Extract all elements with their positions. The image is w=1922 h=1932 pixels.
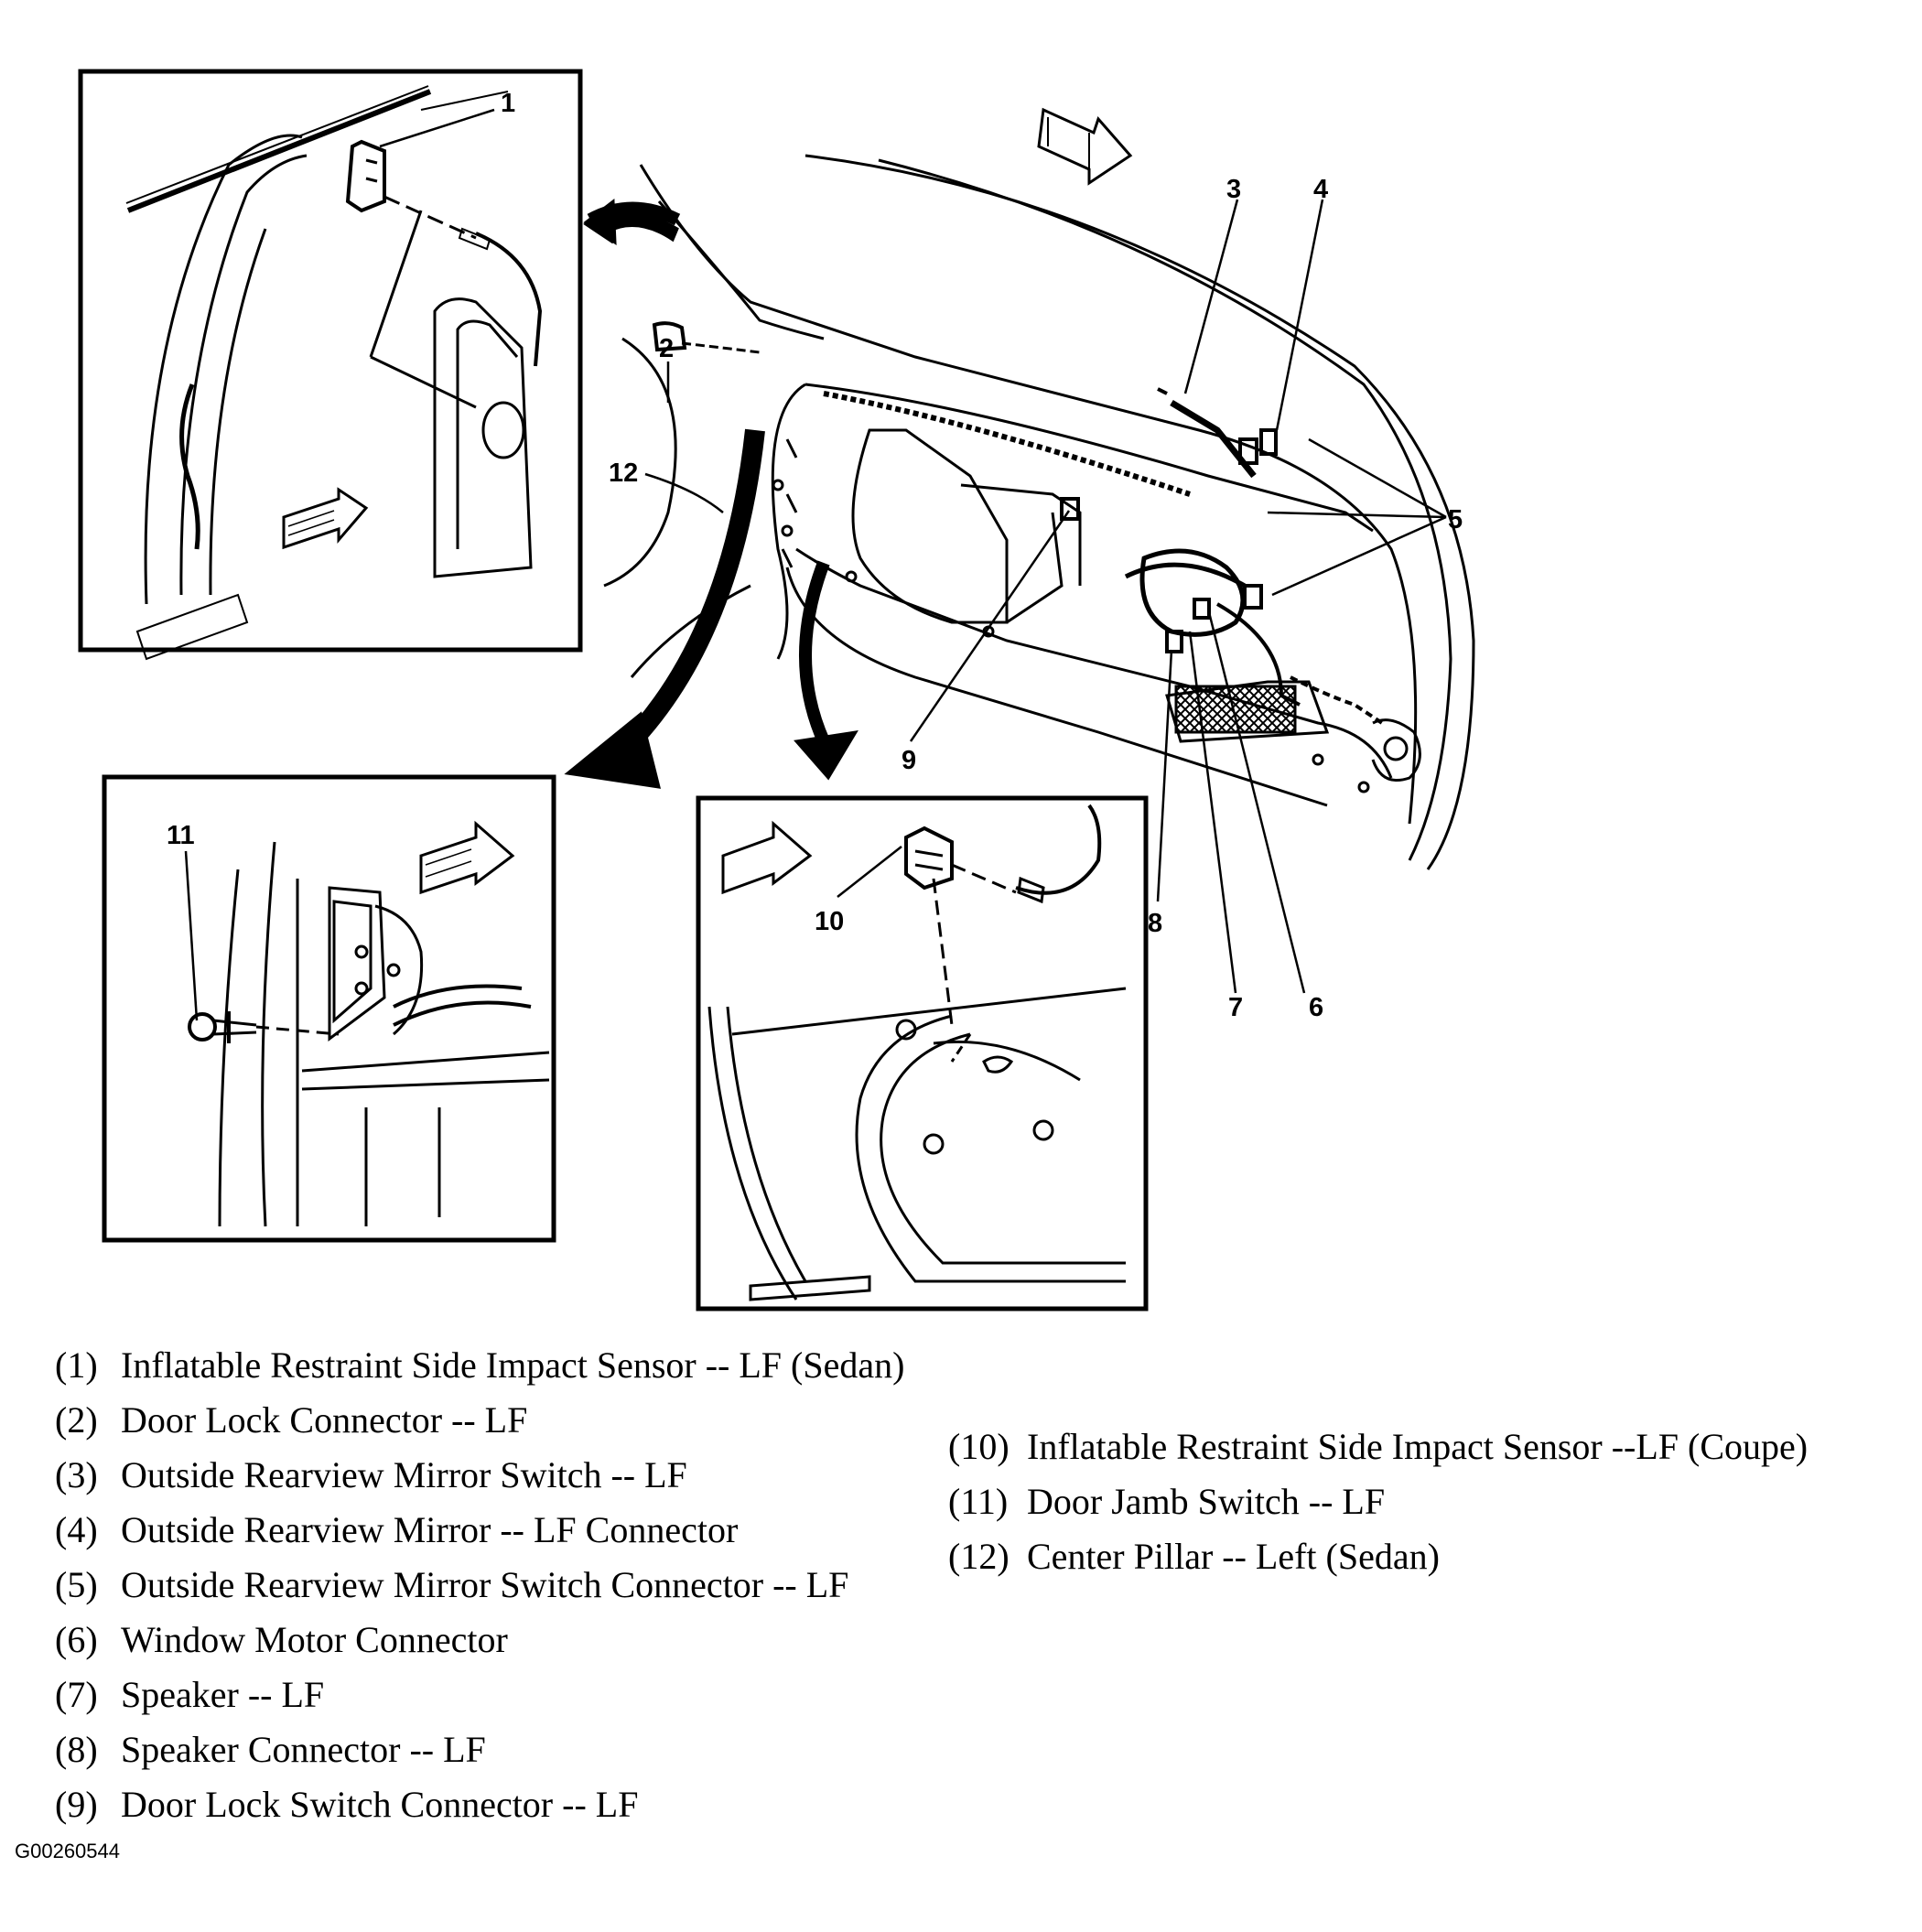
- direction-arrows: [564, 107, 1133, 789]
- legend-item: (10)Inflatable Restraint Side Impact Sen…: [948, 1426, 1809, 1467]
- callout-6: 6: [1309, 993, 1323, 1022]
- inset-door-jamb-switch: [102, 774, 556, 1243]
- callout-10: 10: [815, 907, 844, 936]
- callout-8: 8: [1148, 909, 1162, 938]
- legend-item: (5)Outside Rearview Mirror Switch Connec…: [55, 1564, 849, 1605]
- legend-item: (6)Window Motor Connector: [55, 1619, 508, 1660]
- legend-item: (11)Door Jamb Switch -- LF: [948, 1481, 1386, 1522]
- callout-12: 12: [609, 459, 638, 488]
- door-main-view: [603, 154, 1475, 870]
- figure-id: G00260544: [15, 1840, 120, 1862]
- callout-5: 5: [1448, 505, 1463, 534]
- legend-left: (1)Inflatable Restraint Side Impact Sens…: [55, 1338, 904, 1832]
- legend-item: (1)Inflatable Restraint Side Impact Sens…: [55, 1344, 905, 1386]
- legend-item: (8)Speaker Connector -- LF: [55, 1729, 486, 1770]
- legend-item: (7)Speaker -- LF: [55, 1674, 325, 1715]
- callout-1: 1: [501, 89, 515, 118]
- callout-9: 9: [902, 746, 916, 775]
- leader-lines: [184, 108, 1447, 1021]
- callout-3: 3: [1226, 175, 1241, 204]
- legend-item: (12)Center Pillar -- Left (Sedan): [948, 1536, 1440, 1577]
- callout-labels: 1 2 3 4 5 6 7 8 9 10 11 12: [167, 89, 1463, 1022]
- callout-11: 11: [167, 821, 195, 850]
- legend-item: (3)Outside Rearview Mirror Switch -- LF: [55, 1454, 687, 1495]
- legend-item: (4)Outside Rearview Mirror -- LF Connect…: [55, 1509, 739, 1550]
- callout-2: 2: [659, 334, 674, 363]
- inset-side-impact-sensor-coupe: [696, 795, 1149, 1311]
- callout-7: 7: [1228, 993, 1243, 1022]
- legend-item: (9)Door Lock Switch Connector -- LF: [55, 1784, 639, 1825]
- legend-item: (2)Door Lock Connector -- LF: [55, 1399, 528, 1441]
- inset-center-pillar: [78, 69, 583, 661]
- legend-right: (10)Inflatable Restraint Side Impact Sen…: [948, 1419, 1808, 1584]
- callout-4: 4: [1313, 175, 1328, 204]
